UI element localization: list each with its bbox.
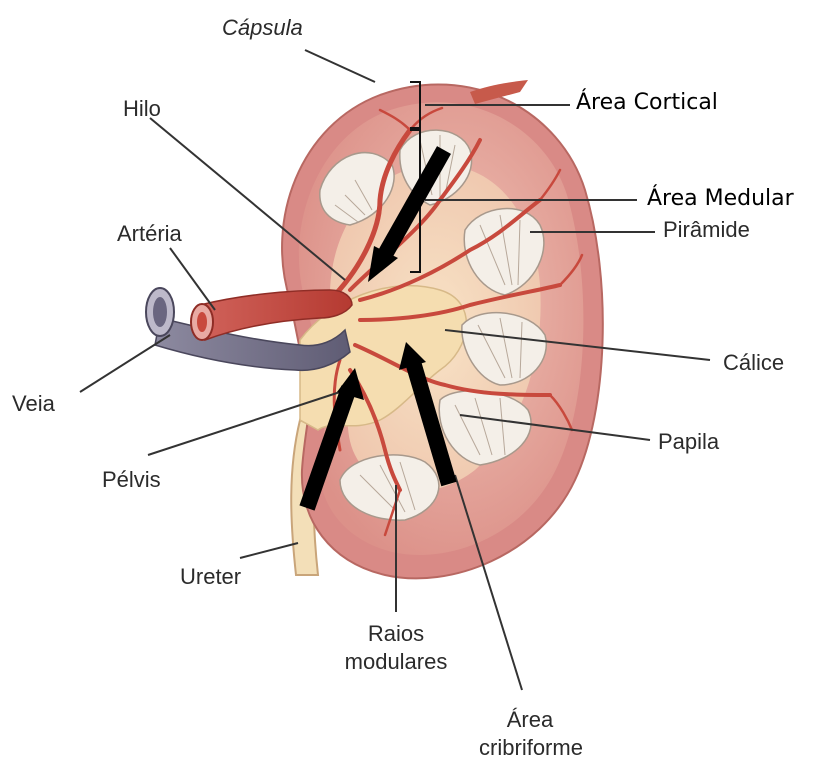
label-calice: Cálice (723, 351, 784, 375)
label-papila: Papila (658, 430, 719, 454)
label-area-cortical: Área Cortical (576, 91, 718, 115)
label-hilo: Hilo (123, 97, 161, 121)
label-piramide: Pirâmide (663, 218, 750, 242)
label-arteria: Artéria (117, 222, 182, 246)
leader-ureter (240, 543, 298, 558)
label-cribri-line2: cribriforme (466, 736, 596, 760)
label-raios-line2: modulares (326, 650, 466, 674)
label-raios-line1: Raios (356, 622, 436, 646)
leader-arteria (170, 248, 215, 310)
leader-capsula (305, 50, 375, 82)
label-pelvis: Pélvis (102, 468, 161, 492)
label-capsula: Cápsula (222, 16, 303, 40)
label-cribri-line1: Área (500, 708, 560, 732)
leader-veia (80, 335, 170, 392)
label-area-medular: Área Medular (647, 187, 794, 211)
label-veia: Veia (12, 392, 55, 416)
label-ureter: Ureter (180, 565, 241, 589)
